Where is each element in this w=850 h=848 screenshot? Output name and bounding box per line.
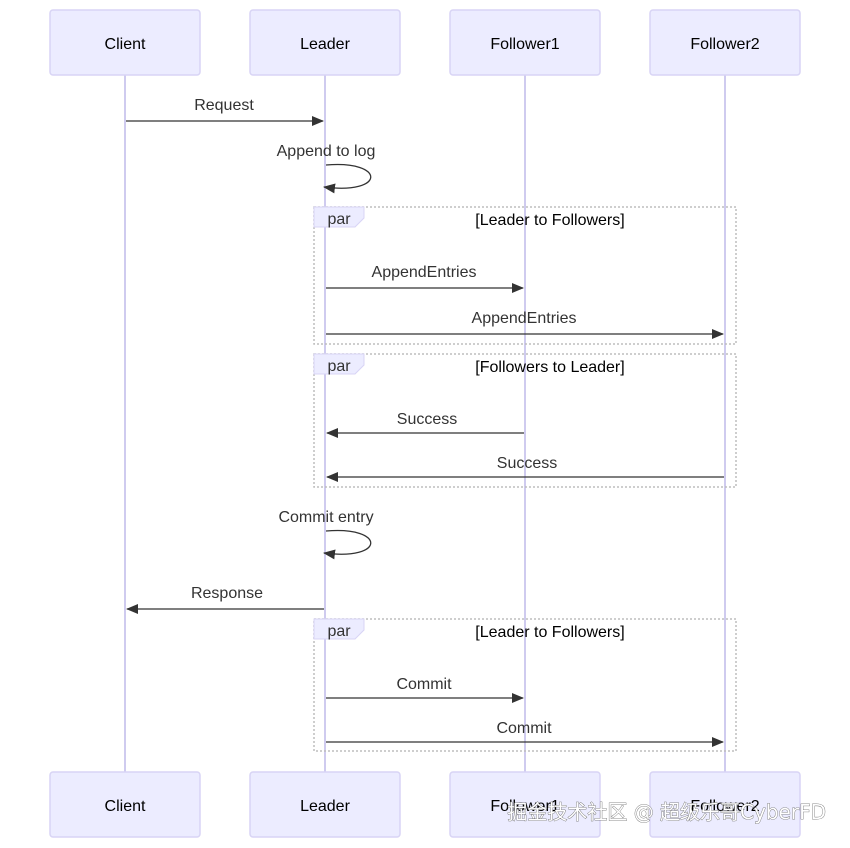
message-label: Commit [396,676,452,693]
actor-follower2-bottom: Follower2 [649,771,801,838]
actor-label: Leader [300,36,350,53]
frame-kind: par [327,623,351,640]
message-label: Append to log [277,143,376,160]
actor-follower1-bottom: Follower1 [449,771,601,838]
message-label: AppendEntries [472,310,577,327]
message-success-f1: Success [326,411,524,438]
message-appendentries-f2: AppendEntries [326,310,724,339]
message-label: Request [194,97,254,114]
actor-label: Leader [300,798,350,815]
actor-client-top: Client [49,9,201,76]
message-request: Request [126,97,324,126]
actor-label: Follower1 [490,36,559,53]
message-label: Commit entry [278,509,373,526]
message-commit-f2: Commit [326,720,724,747]
actor-client-bottom: Client [49,771,201,838]
actor-leader-top: Leader [249,9,401,76]
frame-condition: [Leader to Followers] [475,212,624,229]
actor-label: Follower1 [490,798,559,815]
par-frame-2: par [Followers to Leader] [313,353,737,488]
actor-label: Client [105,36,146,53]
actor-leader-bottom: Leader [249,771,401,838]
message-commit-entry: Commit entry [278,509,374,560]
message-label: Success [497,455,557,472]
message-commit-f1: Commit [326,676,524,703]
watermark-text: 掘金技术社区 @ 超级乐哥CyberFD [507,800,826,824]
message-label: Commit [496,720,552,737]
message-append-to-log: Append to log [277,143,376,194]
message-label: Success [397,411,457,428]
message-label: AppendEntries [372,264,477,281]
actor-label: Follower2 [690,798,759,815]
actor-label: Client [105,798,146,815]
message-label: Response [191,585,263,602]
frame-condition: [Leader to Followers] [475,624,624,641]
frame-kind: par [327,358,351,375]
actor-label: Follower2 [690,36,759,53]
frame-condition: [Followers to Leader] [475,359,624,376]
message-appendentries-f1: AppendEntries [326,264,524,293]
message-success-f2: Success [326,455,724,482]
frame-kind: par [327,211,351,228]
par-frame-1: par [Leader to Followers] [313,206,737,345]
actor-follower1-top: Follower1 [449,9,601,76]
message-response: Response [126,585,324,614]
par-frame-3: par [Leader to Followers] [313,618,737,752]
actor-follower2-top: Follower2 [649,9,801,76]
